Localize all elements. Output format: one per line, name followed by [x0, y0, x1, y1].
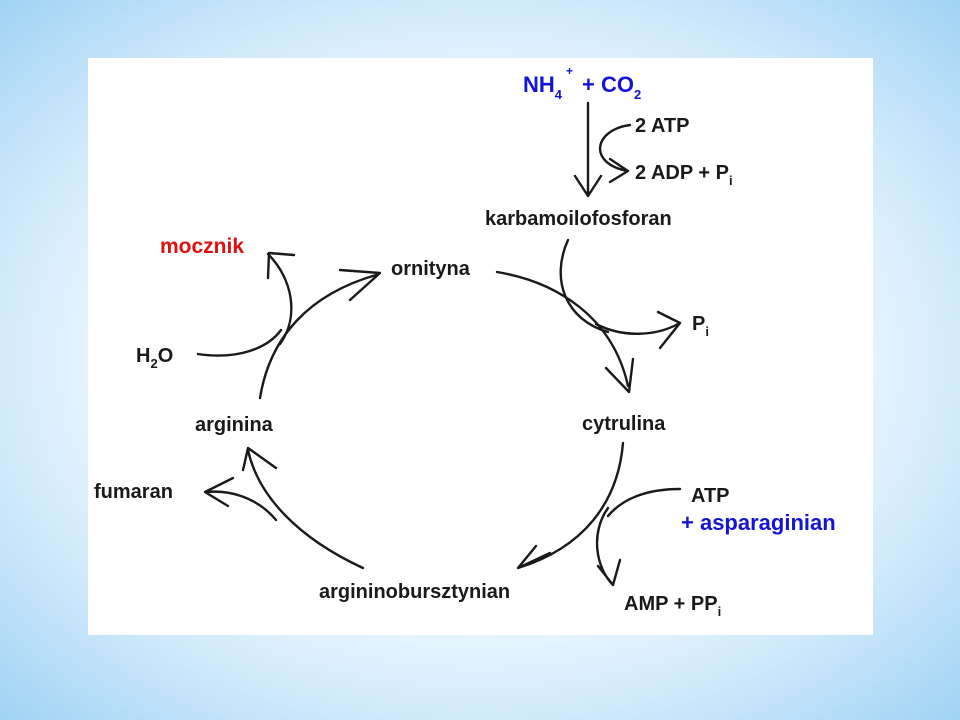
- arrow-atp-asparaginian-in: [606, 487, 682, 518]
- label-2atp: 2 ATP: [635, 115, 689, 137]
- arrow-h2o-in: [196, 328, 283, 357]
- label-amp-ppi: AMP + PPi: [624, 593, 721, 619]
- arrow-to-fumaran: [203, 476, 278, 522]
- label-nh4: NH4: [523, 72, 563, 102]
- urea-cycle-diagram: NH4 + + CO2 2 ATP 2 ADP + Pi karbamoilof…: [94, 64, 836, 619]
- arrow-atp-to-adp: [598, 123, 632, 184]
- arrow-cytrulina-to-argininobursztynian: [516, 441, 625, 570]
- label-arginina: arginina: [195, 414, 274, 436]
- label-2adp-pi: 2 ADP + Pi: [635, 162, 733, 188]
- arrow-arginina-to-ornityna: [258, 268, 382, 400]
- label-cytrulina: cytrulina: [582, 413, 666, 435]
- label-argininobursztynian: argininobursztynian: [319, 581, 510, 603]
- arrow-to-mocznik: [266, 251, 296, 346]
- slide-panel: NH4 + + CO2 2 ATP 2 ADP + Pi karbamoilof…: [88, 58, 873, 635]
- label-atp: ATP: [691, 485, 730, 507]
- arrow-ornityna-to-cytrulina: [495, 270, 635, 394]
- label-fumaran: fumaran: [94, 481, 173, 503]
- arrow-argininobursztynian-to-arginina: [241, 446, 365, 570]
- arrow-to-karbamoilofosforan: [573, 101, 603, 198]
- label-h2o: H2O: [136, 345, 173, 371]
- label-asparaginian: + asparaginian: [681, 510, 836, 535]
- label-mocznik: mocznik: [160, 235, 244, 258]
- label-pi: Pi: [692, 313, 709, 339]
- label-plus-co2: + CO2: [582, 72, 641, 102]
- arrow-to-amp-ppi: [595, 506, 622, 587]
- label-ornityna: ornityna: [391, 258, 471, 280]
- label-nh4-charge: +: [566, 64, 573, 78]
- arrow-to-pi: [594, 310, 682, 350]
- label-karbamoilofosforan: karbamoilofosforan: [485, 208, 672, 230]
- arrow-karbamoilofosforan-to-cycle: [559, 238, 610, 334]
